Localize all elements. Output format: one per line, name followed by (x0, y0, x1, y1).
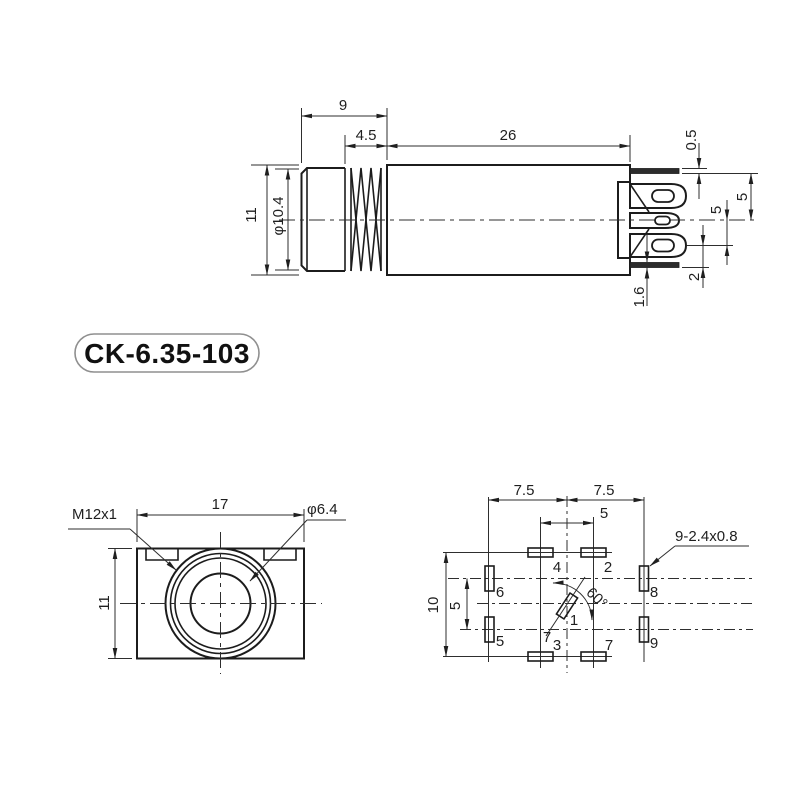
pad-5 (484, 616, 495, 643)
pad-6 (484, 565, 495, 592)
dim-label-row-span: 10 (425, 597, 442, 614)
pin-top (629, 168, 680, 174)
dim-label-front-width: 17 (212, 496, 229, 513)
side-view: 9 4.5 26 11 φ10.4 (243, 97, 758, 307)
dim-label-pitch-left: 7.5 (514, 482, 535, 499)
callout-label-hole-diameter: φ6.4 (307, 501, 338, 518)
pcb-footprint-view: 7.5 7.5 5 10 5 (425, 482, 753, 673)
pad-number-1: 1 (570, 612, 578, 629)
dim-nut-length: 9 (301, 97, 388, 163)
dim-side-pad-pitch: 5 (447, 578, 470, 630)
dim-overall-height: 11 (243, 164, 299, 276)
pad-number-2: 2 (604, 559, 612, 576)
dim-label-front-height: 11 (96, 595, 113, 611)
pad-number-9: 9 (650, 635, 658, 652)
pad-number-7-axis: 7 (543, 629, 551, 646)
side-view-lug-holes (651, 189, 675, 253)
model-badge: CK-6.35-103 (74, 333, 260, 373)
callout-thread-spec: M12x1 (68, 506, 177, 571)
dim-bushing-diameter: φ10.4 (270, 168, 299, 271)
dim-front-width: 17 (136, 496, 305, 542)
pcb-guide-lines (443, 496, 753, 673)
pad-8 (638, 565, 650, 592)
callout-label-thread-spec: M12x1 (72, 506, 117, 523)
pad-number-8: 8 (650, 584, 658, 601)
dim-label-rotation-angle: 60° (583, 584, 611, 612)
pad-number-7: 7 (605, 637, 613, 654)
angle-arc (552, 580, 595, 621)
dim-label-bushing-diameter: φ10.4 (270, 197, 287, 236)
dim-pin-to-center: 5 (734, 173, 754, 221)
front-notch-right (263, 548, 297, 561)
dim-center-to-lug: 5 (687, 200, 733, 265)
dim-label-body-length: 26 (500, 127, 517, 144)
dim-lug-to-pin: 2 (682, 225, 709, 288)
pad-number-5: 5 (496, 633, 504, 650)
pcb-pad-numbers: 4 2 6 8 5 9 3 7 1 7 (496, 559, 658, 654)
pad-number-3: 3 (553, 637, 561, 654)
dim-pin-thickness: 0.5 (682, 130, 758, 199)
callout-label-pad-spec: 9-2.4x0.8 (675, 528, 738, 545)
pad-number-4: 4 (553, 559, 561, 576)
model-badge-label: CK-6.35-103 (84, 338, 250, 369)
dim-front-height: 11 (96, 548, 132, 659)
pad-number-6: 6 (496, 584, 504, 601)
dim-body-length: 26 (386, 127, 631, 162)
dim-row-span: 10 (425, 552, 449, 657)
callout-pad-spec: 9-2.4x0.8 (649, 528, 749, 567)
dim-pin-width: 1.6 (631, 234, 650, 308)
pin-bottom (629, 262, 680, 268)
dim-label-pin-width: 1.6 (631, 287, 648, 308)
dim-label-pin-thickness: 0.5 (683, 130, 700, 151)
side-view-pins (629, 168, 680, 268)
pad-7 (580, 651, 607, 662)
dim-top-pad-pitch: 5 (540, 505, 608, 526)
dim-label-pin-to-center: 5 (734, 193, 751, 201)
dim-label-side-pad-pitch: 5 (447, 602, 464, 610)
callout-hole-diameter: φ6.4 (249, 501, 346, 582)
dim-label-center-to-lug: 5 (708, 206, 725, 214)
front-notch-left (145, 548, 179, 561)
dim-label-thread-length: 4.5 (356, 127, 377, 144)
front-view: 17 11 M12x1 φ6.4 (68, 496, 346, 674)
dim-label-lug-to-pin: 2 (686, 273, 703, 281)
dim-label-pitch-right: 7.5 (594, 482, 615, 499)
model-badge-outline (74, 333, 260, 373)
pad-3 (527, 651, 554, 662)
dim-thread-length: 4.5 (344, 127, 388, 164)
dim-pitch-left: 7.5 (488, 482, 568, 503)
pad-1-axis-line (545, 576, 586, 637)
pcb-angle-annotation: 60° (545, 576, 611, 637)
dim-pitch-right: 7.5 (566, 482, 645, 503)
dim-label-nut-length: 9 (339, 97, 347, 114)
pad-9 (638, 616, 650, 643)
pad-4 (527, 547, 554, 558)
pad-2 (580, 547, 607, 558)
dim-label-top-pad-pitch: 5 (600, 505, 608, 522)
dim-label-overall-height: 11 (243, 207, 260, 223)
